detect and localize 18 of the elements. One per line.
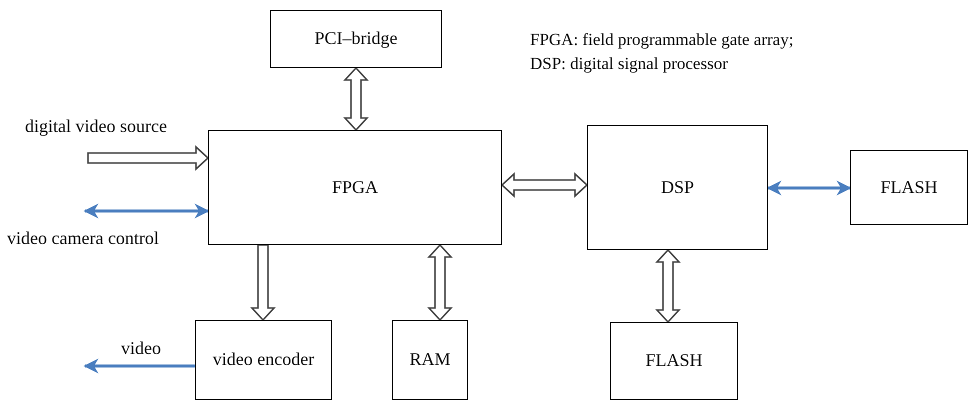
block-box: video encoder <box>195 320 332 400</box>
note-text: FPGA: field programmable gate array; <box>530 30 794 50</box>
block-box: RAM <box>392 320 468 400</box>
hollow-arrow <box>87 145 210 171</box>
hollow-arrow <box>500 172 588 198</box>
block-box: FLASH <box>850 150 968 225</box>
arrow <box>766 180 852 196</box>
note-text: DSP: digital signal processor <box>530 54 728 74</box>
block-box: PCI–bridge <box>270 10 442 68</box>
hollow-arrow <box>655 248 681 324</box>
hollow-arrow <box>427 244 453 322</box>
arrow <box>84 358 195 374</box>
hollow-arrow <box>343 66 369 132</box>
block-box: DSP <box>587 125 768 250</box>
arrow <box>84 204 210 218</box>
block-box: FLASH <box>610 322 738 400</box>
block-box: FPGA <box>208 130 502 245</box>
hollow-arrow <box>250 244 276 322</box>
